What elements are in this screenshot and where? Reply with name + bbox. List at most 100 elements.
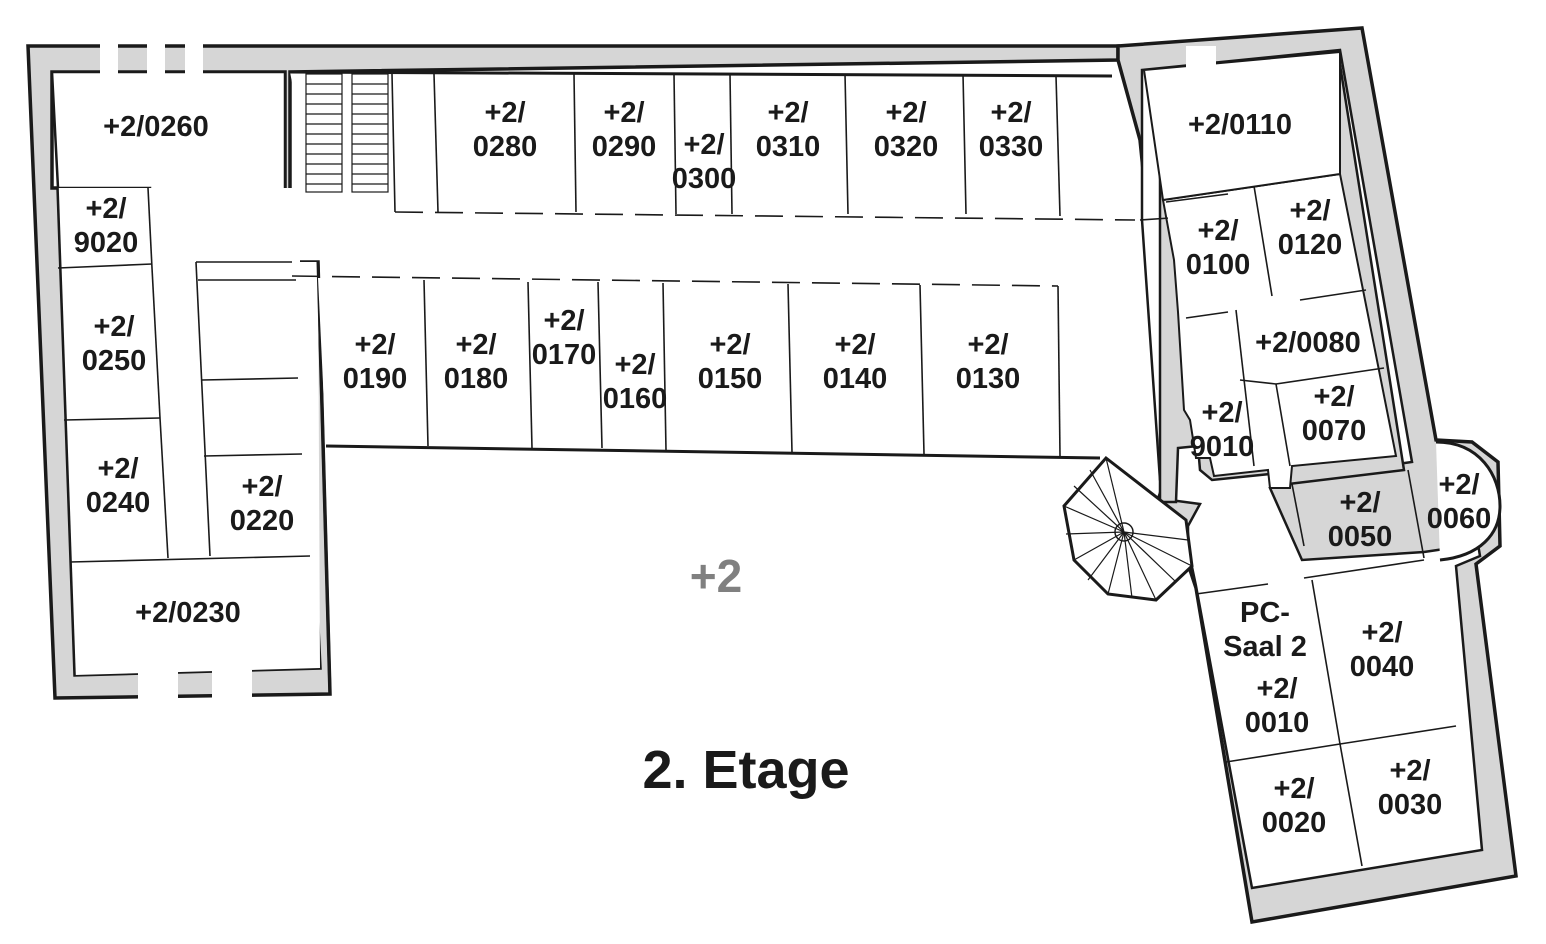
room-label-line: +2/: [1273, 773, 1314, 805]
room-label-0040: +2/0040: [1350, 617, 1415, 683]
south-block: [291, 275, 1101, 460]
room-label-line: 0120: [1278, 229, 1343, 261]
room-label-9020: +2/9020: [74, 193, 139, 259]
room-label-9010: +2/9010: [1190, 397, 1255, 463]
room-label-0250: +2/0250: [82, 311, 147, 377]
room-label-line: 0100: [1186, 249, 1251, 281]
room-label-0120: +2/0120: [1278, 195, 1343, 261]
room-label-line: +2/: [1438, 469, 1479, 501]
north-staircase: [305, 73, 389, 193]
room-label-0230: +2/0230: [135, 597, 241, 629]
room-label-line: +2/: [241, 471, 282, 503]
floor-title: 2. Etage: [642, 740, 849, 800]
room-label-line: 0130: [956, 363, 1021, 395]
room-label-line: +2/: [834, 329, 875, 361]
room-label-line: 0060: [1427, 503, 1492, 535]
room-label-0190: +2/0190: [343, 329, 408, 395]
room-label-line: +2/: [354, 329, 395, 361]
room-label-line: +2/: [767, 97, 808, 129]
room-label-line: 0170: [532, 339, 597, 371]
room-label-line: PC-: [1240, 597, 1290, 629]
room-label-0280: +2/0280: [473, 97, 538, 163]
room-label-0180: +2/0180: [444, 329, 509, 395]
room-label-line: 0220: [230, 505, 295, 537]
room-label-line: 0150: [698, 363, 763, 395]
room-label-0320: +2/0320: [874, 97, 939, 163]
west-partitions: [57, 187, 311, 563]
room-label-0140: +2/0140: [823, 329, 888, 395]
room-label-0150: +2/0150: [698, 329, 763, 395]
room-label-0050: +2/0050: [1328, 487, 1393, 553]
room-label-0010: +2/0010: [1245, 673, 1310, 739]
room-label-0100: +2/0100: [1186, 215, 1251, 281]
room-label-line: 9020: [74, 227, 139, 259]
room-label-line: +2/0110: [1188, 109, 1292, 141]
room-label-line: 9010: [1190, 431, 1255, 463]
room-label-line: +2/: [885, 97, 926, 129]
east-wing: [1116, 26, 1518, 925]
room-label-line: 0240: [86, 487, 151, 519]
room-label-line: +2/: [1289, 195, 1330, 227]
room-label-line: Saal 2: [1223, 631, 1307, 663]
room-label-line: 0140: [823, 363, 888, 395]
spiral-staircase: [1062, 455, 1194, 602]
room-label-line: 0310: [756, 131, 821, 163]
room-label-line: 0330: [979, 131, 1044, 163]
room-label-line: +2/: [1197, 215, 1238, 247]
room-label-line: 0180: [444, 363, 509, 395]
room-label-line: +2/: [1389, 755, 1430, 787]
room-label-0070: +2/0070: [1302, 381, 1367, 447]
room-label-line: +2/: [683, 129, 724, 161]
room-label-line: +2/: [1339, 487, 1380, 519]
room-label-line: +2/0230: [135, 597, 241, 629]
room-label-line: +2/: [1201, 397, 1242, 429]
room-label-0240: +2/0240: [86, 453, 151, 519]
room-label-0330: +2/0330: [979, 97, 1044, 163]
room-label-line: +2/: [1256, 673, 1297, 705]
room-label-line: +2/: [484, 97, 525, 129]
room-label-0300: +2/0300: [672, 129, 737, 195]
room-label-0020: +2/0020: [1262, 773, 1327, 839]
room-label-line: 0040: [1350, 651, 1415, 683]
room-label-0290: +2/0290: [592, 97, 657, 163]
room-label-0260: +2/0260: [103, 111, 209, 143]
room-label-0110: +2/0110: [1188, 109, 1292, 141]
room-labels: +2/0260+2/9020+2/0250+2/0240+2/0220+2/02…: [74, 97, 1492, 839]
room-label-line: +2/: [1313, 381, 1354, 413]
room-label-0060: +2/0060: [1427, 469, 1492, 535]
room-label-line: +2/: [990, 97, 1031, 129]
room-label-line: +2/: [614, 349, 655, 381]
room-label-line: +2/: [709, 329, 750, 361]
room-label-line: +2/: [85, 193, 126, 225]
room-label-0310: +2/0310: [756, 97, 821, 163]
room-label-line: +2/0260: [103, 111, 209, 143]
floor-marker: +2: [690, 550, 742, 602]
room-label-0130: +2/0130: [956, 329, 1021, 395]
room-label-line: 0280: [473, 131, 538, 163]
room-label-pc: PC-Saal 2: [1223, 597, 1307, 663]
room-label-line: 0160: [603, 383, 668, 415]
room-label-line: +2/: [967, 329, 1008, 361]
room-label-line: +2/: [1361, 617, 1402, 649]
room-label-line: +2/: [543, 305, 584, 337]
room-label-line: 0010: [1245, 707, 1310, 739]
room-label-line: +2/: [97, 453, 138, 485]
room-label-line: 0030: [1378, 789, 1443, 821]
room-label-0080: +2/0080: [1255, 327, 1361, 359]
room-label-line: 0250: [82, 345, 147, 377]
room-label-line: +2/: [93, 311, 134, 343]
room-label-line: +2/: [455, 329, 496, 361]
north-block: [289, 70, 1136, 221]
room-label-0030: +2/0030: [1378, 755, 1443, 821]
west-wing: [26, 44, 1120, 700]
room-label-line: 0320: [874, 131, 939, 163]
room-label-line: +2/: [603, 97, 644, 129]
room-label-line: +2/0080: [1255, 327, 1361, 359]
room-label-line: 0070: [1302, 415, 1367, 447]
room-label-line: 0020: [1262, 807, 1327, 839]
room-label-line: 0190: [343, 363, 408, 395]
room-label-0170: +2/0170: [532, 305, 597, 371]
room-label-line: 0300: [672, 163, 737, 195]
room-label-0160: +2/0160: [603, 349, 668, 415]
